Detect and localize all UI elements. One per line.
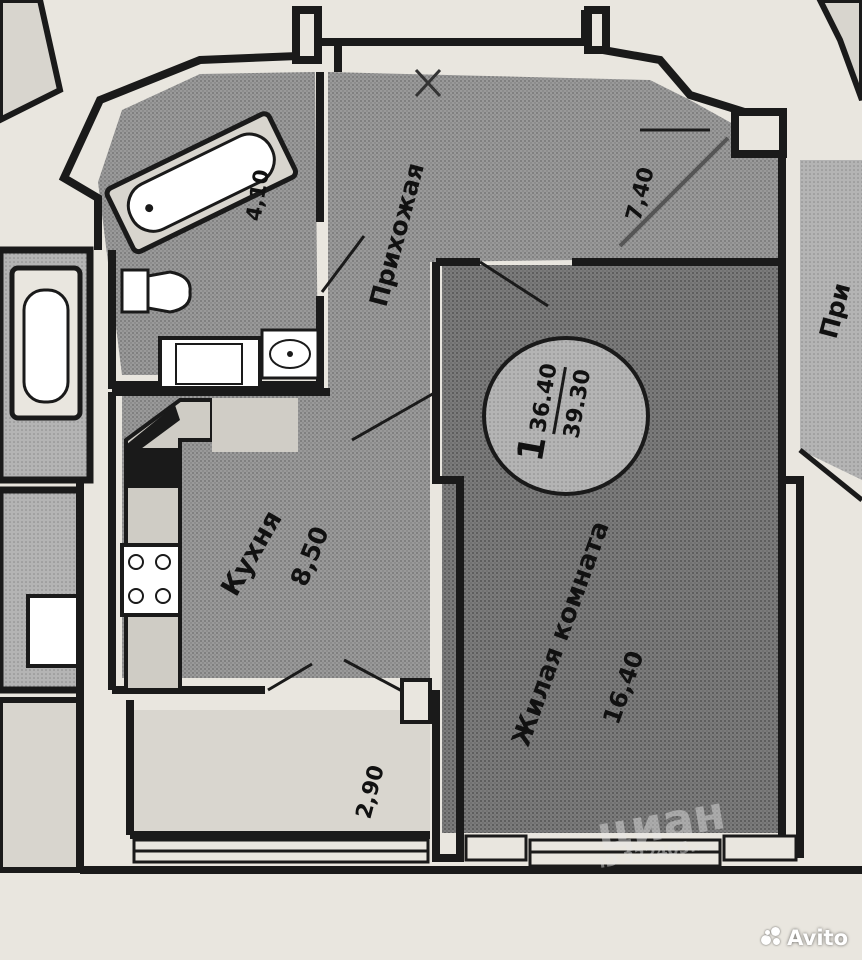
area-summary-badge: 1 36.40 39.30 [482,336,650,496]
walls [58,6,862,874]
neighbor-left-unit [0,0,94,873]
kitchen-counter [120,398,214,692]
bathtub-icon [104,111,299,255]
living-window [464,834,798,868]
neighbor-stove-icon [26,594,82,668]
kitchen-sink-icon [126,448,178,488]
compass-mark-icon [414,68,442,98]
toilet-icon [120,268,192,314]
doors [267,128,730,694]
avito-watermark: Avito [761,926,848,950]
stove-icon [120,543,182,617]
avito-logo-icon [761,927,783,949]
loggia-floor [130,710,430,835]
hallway-floor [328,72,780,392]
sink-icon [260,328,320,380]
loggia-parapet [132,838,430,864]
kitchen-pillar [400,678,432,724]
kitchen-niche [212,398,298,452]
kitchen-floor [122,392,430,678]
neighbor-right-unit [798,0,862,502]
avito-label: Avito [787,926,848,950]
